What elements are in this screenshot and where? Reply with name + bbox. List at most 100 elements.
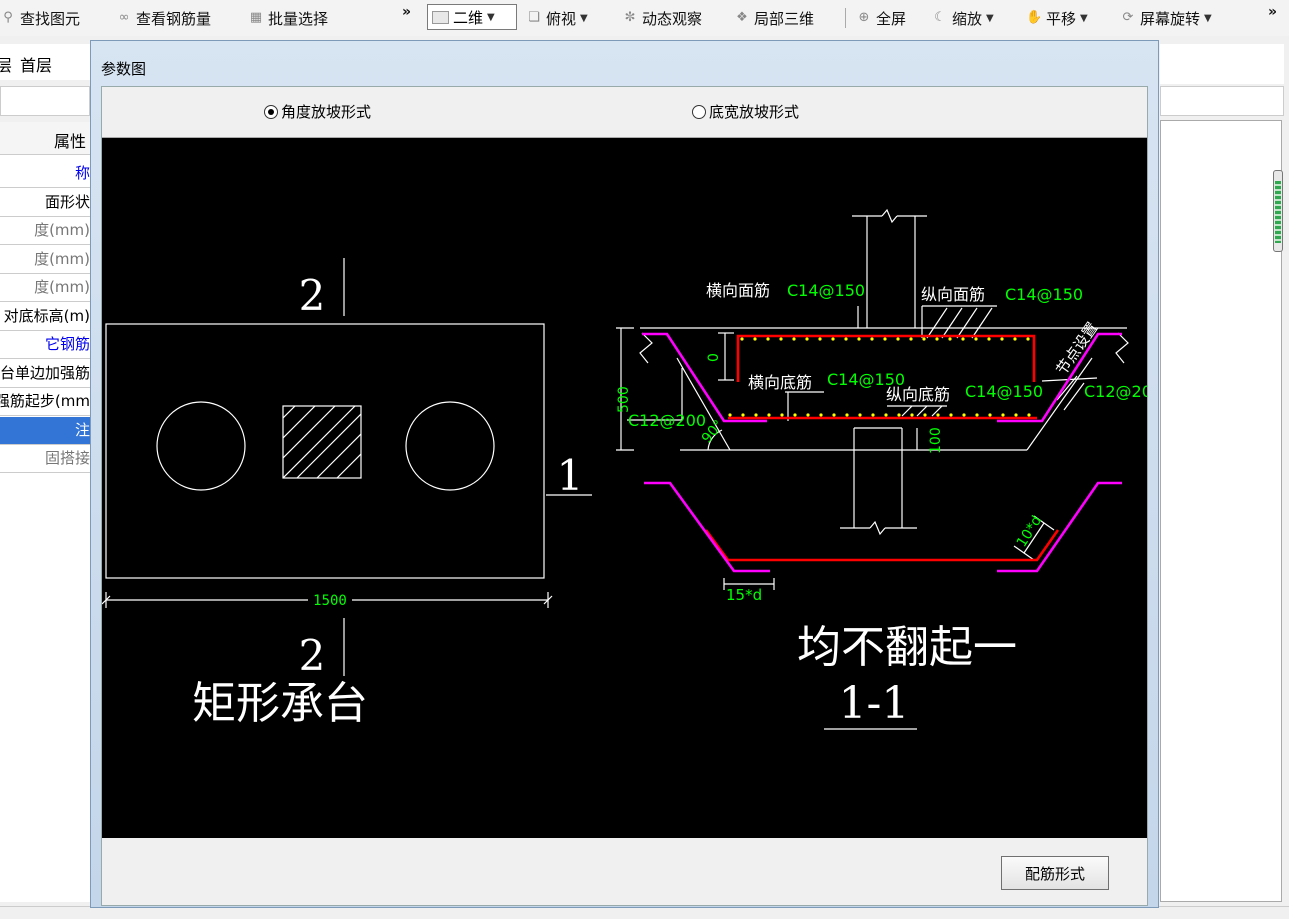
find-element-button[interactable]: ⚲ 查找图元	[0, 0, 80, 36]
floor-prefix: 层	[0, 56, 13, 75]
scrollbar-grip[interactable]	[1275, 181, 1281, 243]
plane-icon	[432, 10, 449, 24]
toolbar-overflow-button-1[interactable]: »	[402, 4, 412, 20]
dynamic-observe-label: 动态观察	[642, 9, 703, 28]
property-row[interactable]: 对底标高(m)	[0, 303, 90, 331]
radio-dot-icon[interactable]	[264, 104, 278, 119]
bottom-longitudinal-value: C14@150	[965, 382, 1043, 401]
screen-rotate-label: 屏幕旋转	[1140, 9, 1201, 28]
main-toolbar: ⚲ 查找图元 ∞ 查看钢筋量 ▦ 批量选择 » 二维 ▼ ❏ 俯视 ▼ ✼ 动态…	[0, 0, 1289, 36]
right-search-field[interactable]	[1160, 86, 1284, 116]
longitudinal-bar-dot	[936, 413, 940, 417]
longitudinal-bar-dot	[857, 337, 861, 341]
section-mark-top: 2	[299, 271, 326, 320]
property-panel: 属性 称面形状度(mm)度(mm)度(mm)对底标高(m)它钢筋台单边加强筋强筋…	[0, 122, 90, 902]
top-view-button[interactable]: ❏ 俯视 ▼	[526, 0, 588, 36]
longitudinal-bar-dot	[845, 413, 849, 417]
fullscreen-button[interactable]: ⊕ 全屏	[856, 0, 906, 36]
toolbar-divider	[845, 8, 846, 28]
right-scrollbar[interactable]	[1273, 170, 1283, 252]
plan-dimension-text: 1500	[313, 593, 347, 609]
section-mark-bottom: 2	[299, 631, 326, 680]
radio-angle-slope[interactable]: 角度放坡形式	[264, 101, 371, 122]
longitudinal-bar-dot	[1001, 413, 1005, 417]
batch-select-button[interactable]: ▦ 批量选择	[248, 0, 328, 36]
rotate-icon: ⟳	[1122, 10, 1134, 25]
property-row-label: 强筋起步(mm	[0, 392, 90, 410]
longitudinal-bar-dot	[754, 413, 758, 417]
longitudinal-bar-dot	[897, 413, 901, 417]
property-row[interactable]: 面形状	[0, 189, 90, 217]
side-rebar-right: C12@20	[1084, 382, 1147, 401]
local-3d-button[interactable]: ❖ 局部三维	[734, 0, 814, 36]
chevron-down-icon: ▼	[487, 11, 495, 23]
magenta-rebar	[642, 332, 1122, 573]
plan-caption: 矩形承台	[192, 678, 368, 729]
radio-angle-label: 角度放坡形式	[281, 103, 372, 121]
top-view-label: 俯视	[546, 9, 577, 28]
longitudinal-bar-dot	[779, 337, 783, 341]
longitudinal-bar-dot	[1000, 337, 1004, 341]
right-header-area	[1160, 44, 1284, 84]
longitudinal-bar-dot	[988, 413, 992, 417]
longitudinal-bar-dot	[792, 337, 796, 341]
section-name: 1-1	[839, 678, 910, 729]
property-row[interactable]: 固搭接	[0, 445, 90, 473]
rebar-form-button[interactable]: 配筋形式	[1001, 856, 1109, 890]
longitudinal-bar-dot	[909, 337, 913, 341]
column-section	[282, 405, 362, 479]
floor-selector[interactable]: 层 首层	[0, 44, 90, 80]
property-row-label: 它钢筋	[44, 335, 90, 353]
view-rebar-button[interactable]: ∞ 查看钢筋量	[116, 0, 211, 36]
section-mark-right: 1	[557, 451, 584, 500]
property-row[interactable]: 强筋起步(mm	[0, 388, 90, 416]
view-mode-select[interactable]: 二维 ▼	[427, 4, 517, 30]
property-row[interactable]: 称	[0, 160, 90, 188]
longitudinal-bar-dot	[1026, 337, 1030, 341]
left-search-field[interactable]	[0, 86, 90, 116]
right-panel	[1160, 120, 1282, 902]
property-row[interactable]: 台单边加强筋	[0, 360, 90, 388]
pan-button[interactable]: ✋ 平移 ▼	[1026, 0, 1088, 36]
dialog-title: 参数图	[101, 60, 147, 78]
longitudinal-bar-dot	[831, 337, 835, 341]
property-row-label: 对底标高(m)	[3, 306, 90, 325]
property-row[interactable]: 它钢筋	[0, 331, 90, 359]
plan-view	[102, 258, 592, 676]
longitudinal-bar-dot	[884, 413, 888, 417]
bottom-longitudinal-label: 纵向底筋	[886, 385, 950, 404]
hook-length-15d: 15*d	[726, 586, 762, 604]
longitudinal-bar-dot	[780, 413, 784, 417]
radio-bottom-width-slope[interactable]: 底宽放坡形式	[692, 101, 799, 122]
toolbar-overflow-button-2[interactable]: »	[1268, 4, 1278, 20]
find-element-label: 查找图元	[20, 9, 81, 28]
bottom-transverse-value: C14@150	[827, 370, 905, 389]
radio-dot-icon[interactable]	[692, 104, 706, 119]
property-row-label: 注	[74, 420, 90, 439]
fullscreen-label: 全屏	[876, 9, 907, 28]
red-rebar	[704, 334, 1060, 562]
longitudinal-bar-dot	[871, 413, 875, 417]
property-row[interactable]: 度(mm)	[0, 274, 90, 302]
top-longitudinal-label: 纵向面筋	[921, 285, 985, 304]
chevron-down-icon: ▼	[1204, 12, 1212, 24]
longitudinal-bar-dot	[741, 413, 745, 417]
property-row-label: 台单边加强筋	[0, 363, 90, 382]
dynamic-observe-button[interactable]: ✼ 动态观察	[622, 0, 702, 36]
longitudinal-bar-dot	[949, 413, 953, 417]
zoom-button[interactable]: ☾ 缩放 ▼	[932, 0, 994, 36]
property-row[interactable]: 度(mm)	[0, 246, 90, 274]
property-row[interactable]: 度(mm)	[0, 217, 90, 245]
section-view	[616, 208, 1129, 730]
batch-select-label: 批量选择	[268, 9, 329, 28]
floor-name: 首层	[20, 56, 53, 75]
screen-rotate-button[interactable]: ⟳ 屏幕旋转 ▼	[1120, 0, 1212, 36]
longitudinal-bar-dot	[793, 413, 797, 417]
height-dimension: 500	[616, 386, 632, 413]
hand-icon: ✋	[1026, 10, 1043, 25]
pile-circle-left	[156, 401, 246, 491]
longitudinal-bar-dot	[922, 337, 926, 341]
longitudinal-bar-dot	[806, 413, 810, 417]
property-row[interactable]: 注	[0, 416, 90, 445]
pile-circle-right	[405, 401, 495, 491]
